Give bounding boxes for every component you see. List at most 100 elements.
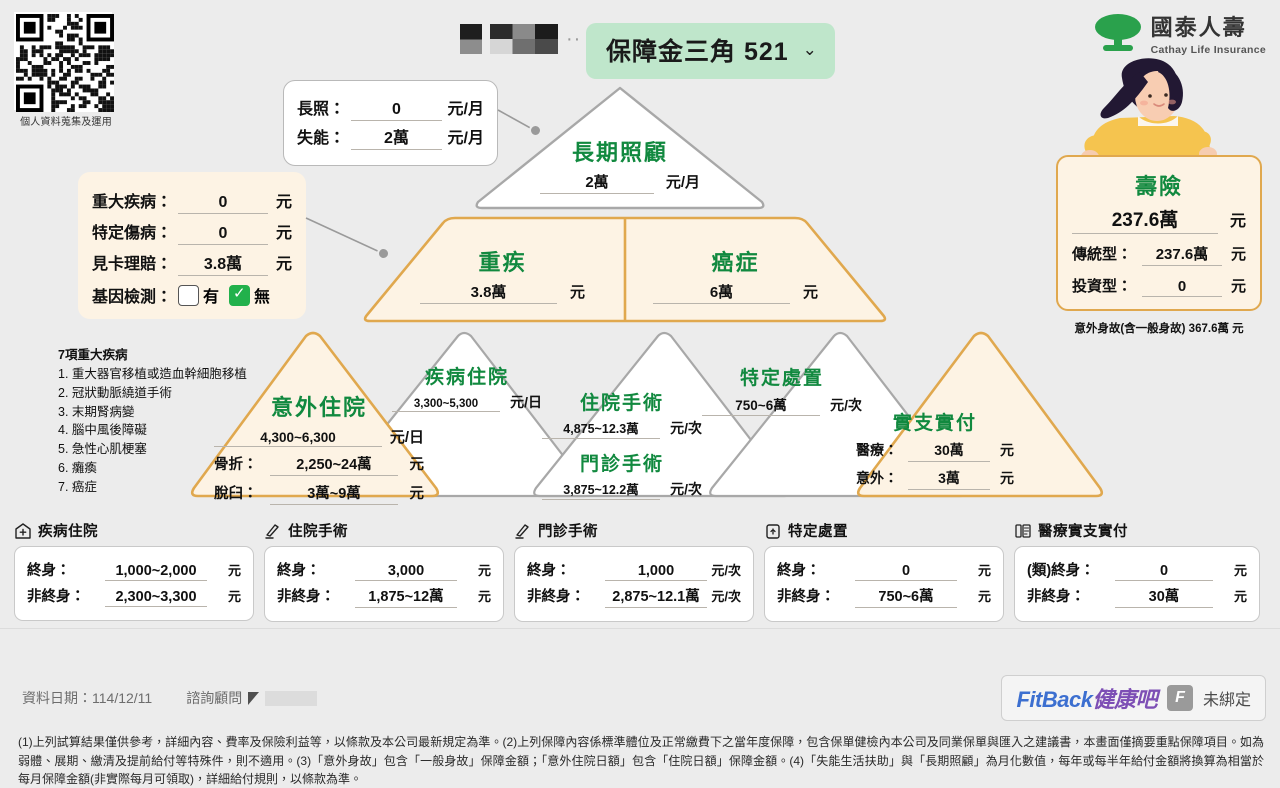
bottom-tier-shapes [190, 331, 1104, 498]
ltc-value-1[interactable]: 2萬 [351, 124, 442, 150]
inpatient-surgery-label: 住院手術 [579, 393, 664, 414]
advisor-block[interactable]: 諮詢顧問 [186, 688, 318, 708]
life-row-0: 傳統型： 237.6萬 元 [1072, 243, 1246, 266]
life-total-row: 237.6萬 元 [1072, 205, 1246, 234]
card-medical-reimbursement: 醫療實支實付 (類)終身： 0 元 非終身： 30萬 元 [1014, 520, 1260, 622]
reimbursement-triangle[interactable] [856, 331, 1104, 498]
card-title: 門診手術 [538, 524, 598, 540]
life-value-1[interactable]: 0 [1142, 278, 1222, 297]
fitback-logo: FitBack健康吧 [1016, 682, 1157, 714]
mid-left-value-row: 3.8萬 元 [420, 281, 585, 304]
card-value-0[interactable]: 3,000 [355, 563, 457, 581]
card-value-0[interactable]: 1,000 [605, 563, 707, 581]
card-unit-0: 元 [477, 563, 491, 578]
accident-hosp-label: 意外住院 [270, 395, 367, 420]
fracture-value[interactable]: 2,250~24萬 [270, 453, 398, 476]
reimbursement-unit-0: 元 [1000, 442, 1014, 458]
accident-hosp-group: 意外住院 4,300~6,300 元/日 骨折： 2,250~24萬 元 脫臼：… [214, 390, 424, 505]
inpatient-surgery-value[interactable]: 4,875~12.3萬 [542, 418, 660, 439]
card-value-1[interactable]: 2,875~12.1萬 [605, 585, 707, 608]
gene-test-yes-checkbox[interactable] [178, 284, 199, 306]
card-unit-1: 元 [1233, 589, 1247, 604]
special-treatment-value[interactable]: 750~6萬 [702, 394, 820, 416]
middle-tier-shape[interactable] [355, 215, 895, 327]
mid-left-group: 重疾 3.8萬 元 [420, 245, 585, 304]
qr-code-image[interactable] [14, 12, 114, 112]
dislocation-value[interactable]: 3萬~9萬 [270, 482, 398, 505]
gene-test-row: 基因檢測： 有 無 [92, 283, 292, 307]
mid-left-value[interactable]: 3.8萬 [420, 281, 557, 304]
card-value-1[interactable]: 750~6萬 [855, 585, 957, 608]
card-value-0[interactable]: 1,000~2,000 [105, 563, 207, 581]
plan-selector-badge[interactable]: 保障金三角 521 ⌄ [586, 23, 835, 79]
life-value-0[interactable]: 237.6萬 [1142, 243, 1222, 266]
accident-hosp-value[interactable]: 4,300~6,300 [214, 430, 382, 447]
inpatient-surgery-value-row: 4,875~12.3萬 元/次 [542, 418, 702, 439]
fracture-unit: 元 [409, 457, 425, 473]
apex-triangle-shape[interactable] [470, 82, 770, 212]
card-value-1[interactable]: 1,875~12萬 [355, 585, 457, 608]
apex-value-row: 2萬 元/月 [540, 171, 700, 194]
dislocation-label: 脫臼： [214, 486, 258, 502]
life-label-1: 投資型： [1072, 278, 1133, 295]
ci-list-item: 3. 末期腎病變 [58, 404, 135, 419]
life-row-1: 投資型： 0 元 [1072, 275, 1246, 297]
redacted-block-1 [460, 24, 482, 54]
card-body: (類)終身： 0 元 非終身： 30萬 元 [1014, 546, 1260, 622]
data-date: 資料日期：114/12/11 [22, 690, 153, 706]
gene-test-no-checkbox[interactable] [229, 284, 251, 306]
reimbursement-value-1[interactable]: 3萬 [908, 468, 990, 490]
page-title: 保障金三角 521 [606, 38, 789, 66]
card-inpatient-surgery: 住院手術 終身： 3,000 元 非終身： 1,875~12萬 元 [264, 520, 504, 622]
fitback-binding-badge[interactable]: FitBack健康吧 F 未綁定 [1001, 675, 1266, 721]
mid-right-value[interactable]: 6萬 [653, 281, 790, 304]
ci-value-1[interactable]: 0 [178, 225, 268, 245]
reimbursement-row-1: 意外： 3萬 元 [856, 468, 1014, 490]
ci-unit-0: 元 [275, 194, 292, 211]
ellipsis-icon: ·· [566, 28, 582, 50]
apex-unit: 元/月 [665, 174, 700, 191]
life-unit-1: 元 [1230, 278, 1246, 295]
card-label-0: 終身： [27, 563, 71, 579]
disease-hosp-value[interactable]: 3,300~5,300 [392, 398, 500, 412]
reimbursement-value-0[interactable]: 30萬 [908, 440, 990, 462]
reimbursement-label-0: 醫療： [856, 442, 898, 458]
card-label-1: 非終身： [527, 589, 585, 605]
card-row-1: 非終身： 30萬 元 [1027, 585, 1247, 608]
ltc-value-0[interactable]: 0 [351, 101, 442, 121]
card-label-1: 非終身： [27, 589, 85, 605]
special-treatment-group: 特定處置 750~6萬 元/次 [702, 363, 862, 416]
ci-label-2: 見卡理賠： [92, 256, 173, 273]
ci-unit-2: 元 [275, 256, 292, 273]
mid-right-unit: 元 [802, 284, 818, 301]
ci-list-item: 4. 腦中風後障礙 [58, 423, 147, 438]
ci-value-2[interactable]: 3.8萬 [178, 250, 268, 276]
card-value-0[interactable]: 0 [1115, 563, 1213, 581]
mid-left-unit: 元 [569, 284, 585, 301]
chevron-down-icon[interactable]: ⌄ [802, 40, 817, 59]
apex-value[interactable]: 2萬 [540, 171, 654, 194]
privacy-qr-block: 個人資料蒐集及運用 [14, 12, 118, 128]
card-outpatient-surgery: 門診手術 終身： 1,000 元/次 非終身： 2,875~12.1萬 元/次 [514, 520, 754, 622]
card-value-1[interactable]: 2,300~3,300 [105, 589, 207, 607]
ci-value-0[interactable]: 0 [178, 194, 268, 214]
card-body: 終身： 1,000 元/次 非終身： 2,875~12.1萬 元/次 [514, 546, 754, 622]
outpatient-surgery-value[interactable]: 3,875~12.2萬 [542, 479, 660, 500]
card-unit-0: 元 [1233, 563, 1247, 578]
accident-hosp-triangle[interactable] [190, 331, 440, 498]
ltc-unit-1: 元/月 [447, 130, 484, 147]
card-value-0[interactable]: 0 [855, 563, 957, 581]
card-label-0: 終身： [277, 563, 321, 579]
inpatient-surgery-unit: 元/次 [670, 420, 702, 436]
outpatient-surgery-group: 門診手術 3,875~12.2萬 元/次 [542, 449, 702, 500]
apex-longterm-care-group: 長期照顧 2萬 元/月 [540, 135, 700, 194]
receipt-icon [1015, 523, 1031, 538]
card-body: 終身： 0 元 非終身： 750~6萬 元 [764, 546, 1004, 622]
card-unit-1: 元 [977, 589, 991, 604]
life-total-value[interactable]: 237.6萬 [1072, 205, 1218, 234]
ci-connector-dot [377, 247, 390, 260]
life-unit-0: 元 [1230, 246, 1246, 263]
card-value-1[interactable]: 30萬 [1115, 585, 1213, 608]
accident-hosp-unit: 元/日 [389, 429, 424, 446]
redacted-block-2 [490, 24, 558, 54]
